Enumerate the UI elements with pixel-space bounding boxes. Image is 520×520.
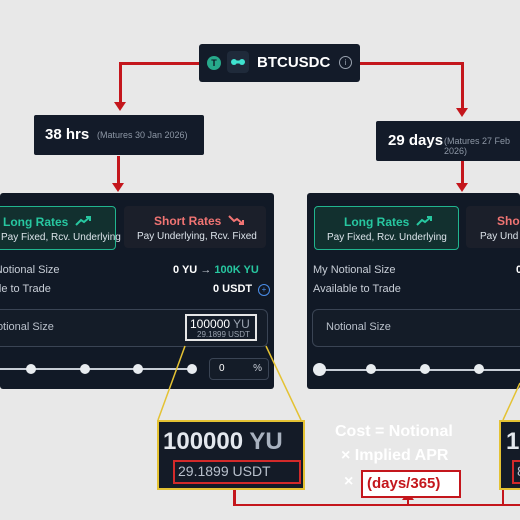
tab-short-title: Short Rates: [154, 214, 244, 228]
percent-symbol: %: [253, 363, 262, 374]
maturity-right[interactable]: 29 days (Matures 27 Feb 2026): [376, 121, 520, 161]
symbol-selector[interactable]: T BTCUSDC i: [199, 44, 360, 82]
trend-up-icon: [74, 216, 91, 226]
formula-line-1: Cost = Notional: [335, 423, 453, 440]
zoom-notional-value: 100000 YU: [163, 428, 283, 455]
tab-long-subtitle: Pay Fixed, Rcv. Underlying: [1, 232, 121, 243]
notional-input-value: 100000 YU: [190, 317, 250, 331]
arrow-head: [456, 108, 468, 117]
token-badge-icon: T: [207, 56, 221, 70]
maturity-duration: 38 hrs: [45, 126, 90, 143]
plus-circle-icon[interactable]: +: [258, 284, 270, 296]
slider-stop[interactable]: [133, 364, 143, 374]
days-fraction: (days/365): [367, 475, 441, 492]
cost-highlight: 29.1899 USDT: [173, 460, 301, 484]
arrow-segment: [358, 62, 464, 65]
percent-input[interactable]: 0 %: [209, 358, 269, 380]
days-fraction-box: (days/365): [361, 470, 461, 498]
arrow-segment: [461, 160, 464, 183]
notional-value: 0 YU → 100K YU: [173, 264, 259, 276]
notional-size-input[interactable]: Notional Size 100000 YU 29.1899 USDT: [0, 309, 268, 347]
tab-long-title: Long Rates: [3, 215, 91, 229]
zoom-notional-value: 10: [506, 428, 520, 455]
slider-handle[interactable]: [313, 363, 326, 376]
percent-value: 0: [219, 363, 225, 374]
maturity-date: (Matures 30 Jan 2026): [97, 130, 188, 140]
arrow-segment: [119, 62, 201, 65]
arrow-segment: [502, 484, 504, 506]
notional-input-value-box: 100000 YU 29.1899 USDT: [185, 314, 257, 341]
tab-short-title: Short: [497, 214, 520, 228]
notional-label: My Notional Size: [0, 264, 60, 276]
notional-size-input[interactable]: Notional Size: [312, 309, 520, 347]
tab-long-title: Long Rates: [344, 215, 432, 229]
available-label: Available to Trade: [0, 283, 51, 295]
zoom-cost-value: 8: [517, 463, 520, 479]
formula-line-3: ×: [344, 473, 354, 490]
slider-stop[interactable]: [26, 364, 36, 374]
symbol-name: BTCUSDC: [257, 54, 331, 71]
notional-input-placeholder: Notional Size: [0, 321, 54, 333]
formula-line-2: × Implied APR: [341, 447, 449, 464]
tab-long-subtitle: Pay Fixed, Rcv. Underlying: [327, 232, 447, 243]
info-icon[interactable]: i: [339, 56, 352, 69]
arrow-head: [456, 183, 468, 192]
trend-up-icon: [415, 216, 432, 226]
zoom-cost-value: 29.1899 USDT: [178, 463, 271, 479]
notional-input-placeholder: Notional Size: [326, 321, 391, 333]
tab-short-subtitle: Pay Underlying, Rcv. Fixed: [137, 231, 257, 242]
arrow-segment: [233, 504, 520, 506]
notional-label: My Notional Size: [313, 264, 396, 276]
zoom-panel-right: 10 8: [499, 420, 520, 490]
tab-short-rates[interactable]: Short Pay Und: [466, 206, 520, 248]
arrow-segment: [461, 62, 464, 109]
maturity-date: (Matures 27 Feb 2026): [444, 136, 511, 156]
tab-long-rates[interactable]: Long Rates Pay Fixed, Rcv. Underlying: [314, 206, 459, 250]
zoom-panel-left: 100000 YU 29.1899 USDT: [157, 420, 305, 490]
tab-short-rates[interactable]: Short Rates Pay Underlying, Rcv. Fixed: [124, 206, 266, 248]
arrow-segment: [233, 486, 236, 506]
size-slider-track[interactable]: [0, 368, 195, 370]
available-label: Available to Trade: [313, 283, 401, 295]
arrow-head: [114, 102, 126, 111]
available-value: 0 USDT: [213, 283, 253, 295]
size-slider-track[interactable]: [319, 369, 520, 371]
slider-stop[interactable]: [80, 364, 90, 374]
tab-long-rates[interactable]: Long Rates Pay Fixed, Rcv. Underlying: [0, 206, 121, 250]
trade-panel-right: Long Rates Pay Fixed, Rcv. Underlying Sh…: [307, 193, 520, 389]
notional-input-cost: 29.1899 USDT: [197, 330, 250, 339]
slider-stop[interactable]: [187, 364, 197, 374]
cost-highlight: 8: [512, 460, 520, 484]
trade-panel-left: Long Rates Pay Fixed, Rcv. Underlying Sh…: [0, 193, 274, 389]
notional-value: 0: [516, 264, 520, 276]
slider-stop[interactable]: [474, 364, 484, 374]
arrow-segment: [117, 156, 120, 183]
arrow-head: [112, 183, 124, 192]
trend-down-icon: [227, 215, 244, 225]
tab-short-subtitle: Pay Und: [480, 231, 519, 242]
maturity-duration: 29 days: [388, 132, 444, 149]
maturity-left[interactable]: 38 hrs (Matures 30 Jan 2026): [34, 115, 204, 155]
arrow-segment: [119, 62, 122, 102]
slider-stop[interactable]: [420, 364, 430, 374]
market-logo-icon: [227, 51, 249, 73]
slider-stop[interactable]: [366, 364, 376, 374]
